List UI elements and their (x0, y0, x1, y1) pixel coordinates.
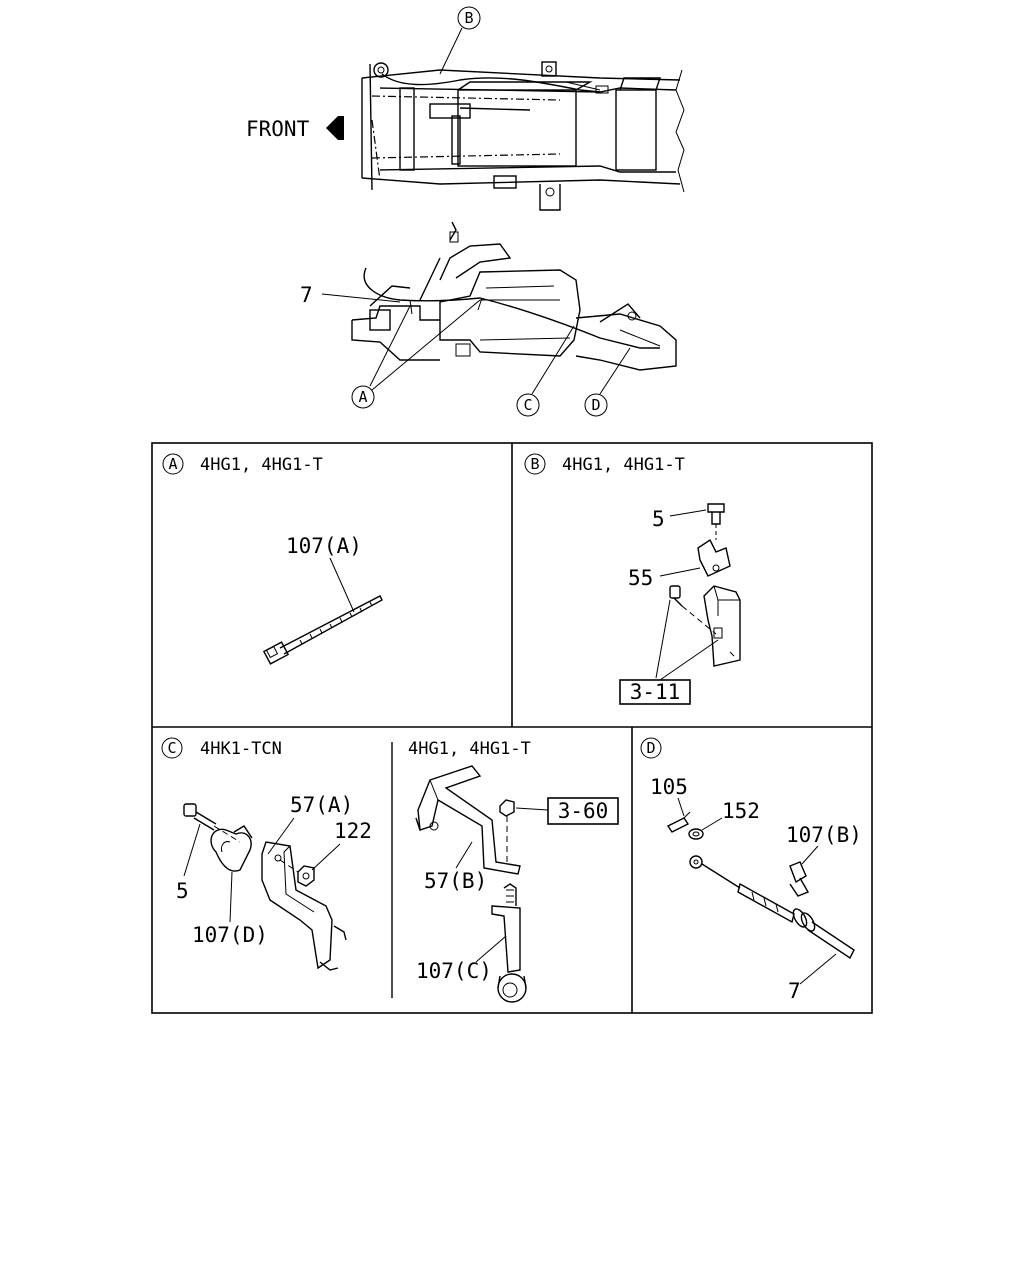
nut-122-part (279, 859, 315, 887)
cable-7-part (689, 855, 855, 960)
label-107b: 107(B) (786, 823, 862, 847)
small-bolt-part (669, 585, 717, 635)
bracket-part (703, 585, 741, 667)
detail-grid (151, 442, 873, 1014)
side-transmission-view: 7 A C D (300, 221, 677, 417)
callout-b-top: B (464, 9, 473, 27)
clip-105-part (666, 811, 691, 833)
washer-152-part (688, 828, 704, 840)
panel-b-engines: 4HG1, 4HG1-T (562, 455, 685, 475)
label-5-b: 5 (652, 507, 665, 531)
callout-a-side: A (358, 388, 367, 406)
panel-d-circle: D (646, 739, 655, 757)
panel-c-circle: C (167, 739, 176, 757)
panel-c: C 4HK1-TCN 57(A) 122 (161, 737, 372, 971)
panel-a-circle: A (168, 455, 177, 473)
panel-a-engines: 4HG1, 4HG1-T (200, 455, 323, 475)
clamp-107b-part (789, 861, 810, 897)
panel-c-right: 4HG1, 4HG1-T 3-60 57(B) 1 (408, 739, 619, 1003)
label-107d: 107(D) (192, 923, 268, 947)
label-7-side: 7 (300, 283, 313, 307)
label-7-d: 7 (788, 979, 801, 1003)
panel-a: A 4HG1, 4HG1-T 107(A) (162, 453, 383, 665)
bracket-57b-part (415, 765, 521, 875)
panel-b: B 4HG1, 4HG1-T 5 55 (524, 453, 741, 705)
label-152: 152 (722, 799, 760, 823)
ref-3-11: 3-11 (630, 680, 681, 704)
panel-c-engines-right: 4HG1, 4HG1-T (408, 739, 531, 759)
bolt-part-c (183, 803, 241, 843)
panel-c-engines-left: 4HK1-TCN (200, 739, 282, 759)
callout-d-side: D (591, 396, 600, 414)
clamp-107d-part (210, 825, 253, 872)
top-chassis-view: FRONT B (246, 6, 685, 211)
panel-b-circle: B (530, 455, 539, 473)
label-107a: 107(A) (286, 534, 362, 558)
clamp-107c-part (491, 883, 527, 1003)
cable-tie-part (262, 595, 383, 665)
label-55: 55 (628, 566, 653, 590)
panel-d: D 105 152 107(B) (640, 737, 862, 1003)
ref-box-3-11[interactable]: 3-11 (619, 679, 691, 705)
bolt-part (707, 503, 725, 540)
callout-c-side: C (523, 396, 532, 414)
bolt-360-part (499, 799, 515, 862)
ref-3-60: 3-60 (558, 799, 609, 823)
label-57a: 57(A) (290, 793, 353, 817)
bracket-57a-part (261, 841, 347, 971)
label-57b: 57(B) (424, 869, 487, 893)
label-5-c: 5 (176, 879, 189, 903)
ref-box-3-60[interactable]: 3-60 (547, 797, 619, 825)
label-105: 105 (650, 775, 688, 799)
label-107c: 107(C) (416, 959, 492, 983)
clamp-part (697, 538, 731, 577)
label-122: 122 (334, 819, 372, 843)
front-label: FRONT (246, 117, 310, 141)
front-arrow-icon (326, 116, 344, 140)
